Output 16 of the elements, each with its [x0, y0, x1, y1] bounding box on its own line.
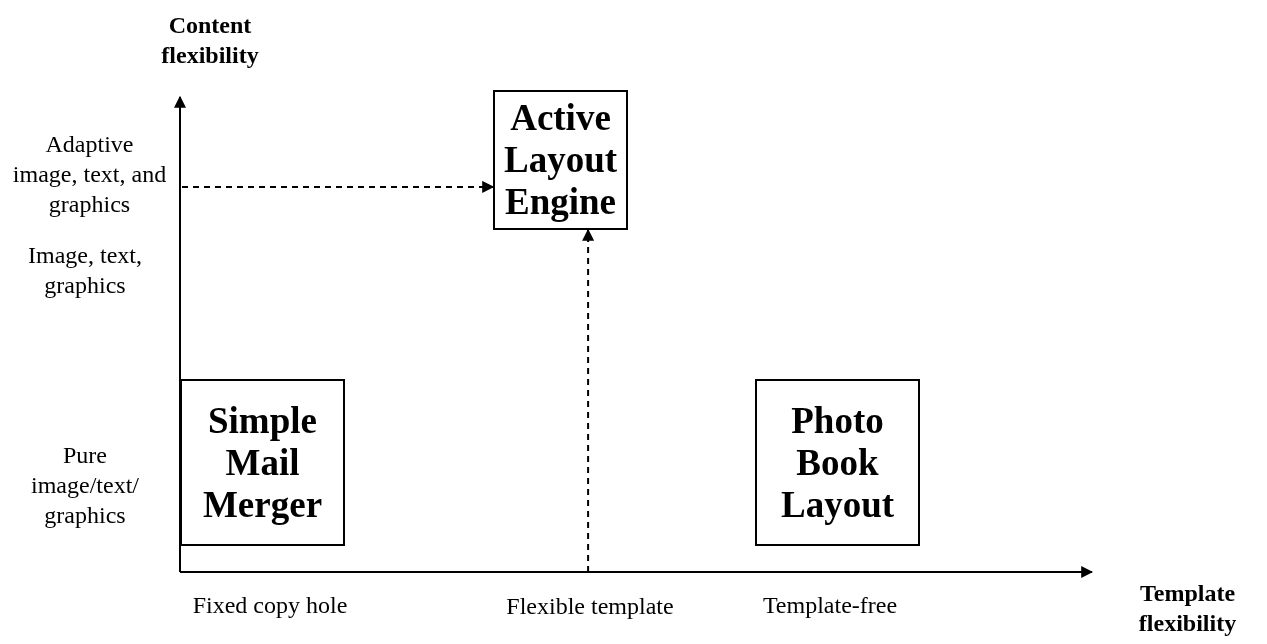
axis-label: Adaptive image, text, and graphics — [12, 130, 167, 219]
axis-title: Template flexibility — [1137, 579, 1238, 638]
dashed-arrow — [582, 228, 595, 573]
axis-label: Flexible template — [506, 592, 674, 621]
dashed-arrow — [181, 180, 495, 193]
box-label: Photo Book Layout — [779, 399, 896, 526]
process-box — [755, 379, 920, 546]
process-box — [493, 90, 628, 230]
process-box — [180, 379, 345, 546]
axis-label: Pure image/text/ graphics — [30, 441, 140, 530]
axis-title: Content flexibility — [160, 11, 260, 70]
axis-label: Image, text, graphics — [27, 241, 143, 300]
box-label: Active Layout Engine — [502, 97, 619, 223]
axis-label: Template-free — [761, 591, 899, 620]
axis-label: Fixed copy hole — [191, 591, 349, 620]
box-label: Simple Mail Merger — [201, 399, 324, 526]
